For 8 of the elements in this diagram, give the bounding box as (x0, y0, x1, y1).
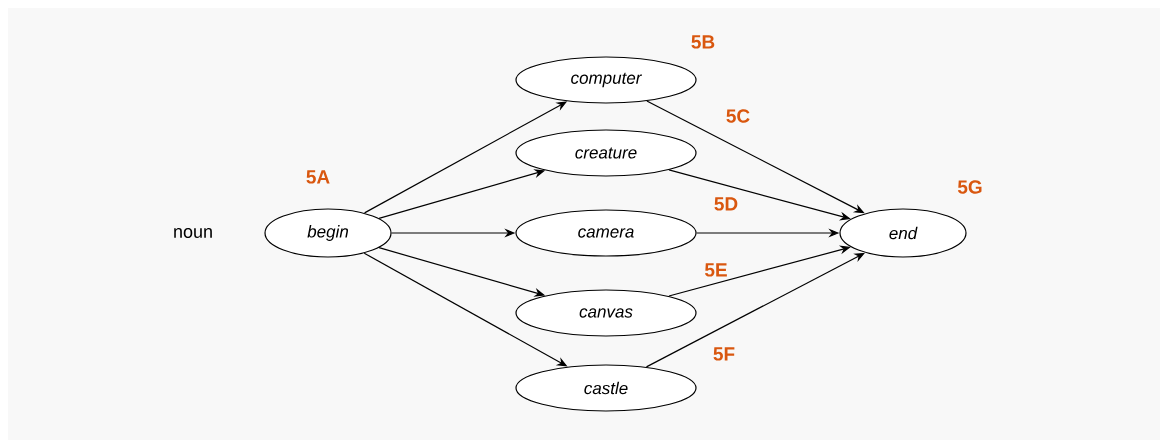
step-label: 5D (714, 197, 738, 211)
step-label: 5C (726, 109, 750, 123)
step-label: 5B (691, 35, 715, 49)
step-label: 5E (704, 263, 727, 277)
step-label: 5F (713, 347, 735, 361)
step-label: 5G (957, 180, 982, 194)
category-label: noun (174, 228, 212, 238)
step-label: 5A (306, 170, 330, 184)
